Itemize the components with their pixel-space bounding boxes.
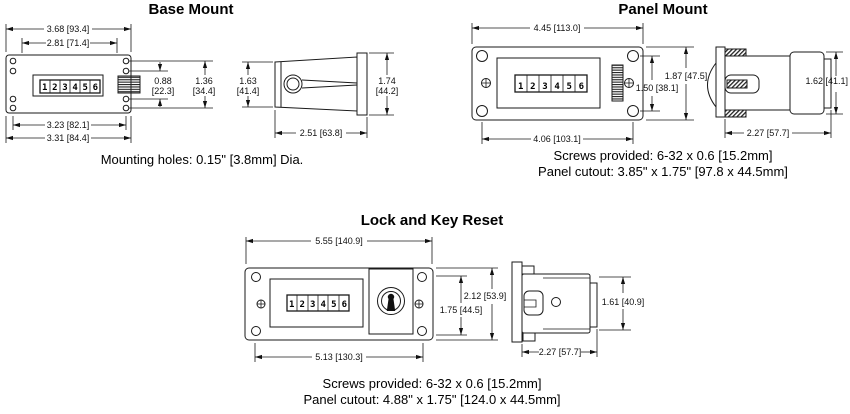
screw-shank-top: [724, 48, 747, 57]
dim-overall-width: 5.55 [140.9]: [315, 236, 363, 246]
lock-screws-note: Screws provided: 6-32 x 0.6 [15.2mm]: [322, 376, 542, 391]
lock-key-drawing: 123456 5.55 [140.9] 5.13 [130.3] 2.12 [5…: [244, 236, 645, 362]
mounting-holes: [9, 57, 130, 112]
dim-depth: 2.51 [63.8]: [300, 128, 343, 138]
dim-flange-height: 1.87 [47.5]: [665, 71, 708, 81]
dim-hole-span-inner-in: 0.88: [154, 76, 172, 86]
screw-icon: [481, 78, 634, 88]
dim-body-height: 1.62 [41.1]: [805, 76, 848, 86]
digit-cell-separators: [296, 295, 340, 311]
dim-hole-span-inner-mm: [22.3]: [152, 86, 175, 96]
panel-cutout-note: Panel cutout: 3.85" x 1.75" [97.8 x 44.5…: [538, 164, 788, 179]
dim-hole-pitch-width: 4.06 [103.1]: [533, 134, 581, 144]
dim-hole-pitch-width: 3.23 [82.1]: [47, 120, 90, 130]
dim-hole-span-outer-in: 1.36: [195, 76, 213, 86]
dim-body-height: 1.61 [40.9]: [602, 297, 645, 307]
base-front-dimensions: 3.68 [93.4] 2.81 [71.4] 3.23 [82.1] 3.31…: [5, 24, 216, 143]
base-mount-note: Mounting holes: 0.15" [3.8mm] Dia.: [100, 152, 304, 167]
dim-bezel-width: 2.81 [71.4]: [47, 38, 90, 48]
dim-overall-width: 4.45 [113.0]: [534, 23, 581, 33]
screw-shank-middle: [726, 79, 748, 89]
base-side-dimensions: 1.63 [41.4] 1.74 [44.2] 2.51 [63.8]: [237, 52, 399, 138]
lens-bulge-arc: [707, 62, 717, 108]
base-side-view: [274, 52, 368, 116]
dim-base-width: 3.31 [84.4]: [47, 133, 90, 143]
dim-flange-height-in: 1.74: [378, 76, 396, 86]
dim-flange-height: 2.12 [53.9]: [464, 291, 507, 301]
dim-hole-pitch-width: 5.13 [130.3]: [315, 352, 363, 362]
panel-mount-title: Panel Mount: [618, 1, 708, 18]
dim-hole-pitch-height: 1.50 [38.1]: [636, 83, 679, 93]
digit-cell-separators: [49, 80, 91, 93]
dim-flange-height-mm: [44.2]: [376, 86, 399, 96]
mounting-holes: [251, 272, 427, 336]
panel-mount-notes: Screws provided: 6-32 x 0.6 [15.2mm] Pan…: [493, 148, 833, 180]
panel-front-view: 123456: [471, 46, 644, 121]
lock-key-notes: Screws provided: 6-32 x 0.6 [15.2mm] Pan…: [262, 376, 602, 408]
mounting-holes: [476, 50, 639, 117]
screw-shank-bottom: [724, 109, 747, 118]
lock-key-title: Lock and Key Reset: [360, 212, 504, 229]
panel-side-view: [707, 46, 832, 118]
reset-thumbwheel-icon: [611, 64, 624, 102]
key-lock-icon: [368, 268, 414, 335]
panel-mount-drawing: 123456 4.45 [113.0] 4.06 [103.1] 1.50 [3…: [471, 23, 848, 144]
dim-depth: 2.27 [57.7]: [747, 128, 790, 138]
panel-front-dimensions: 4.45 [113.0] 4.06 [103.1] 1.50 [38.1] 1.…: [471, 23, 708, 144]
digit-cell-separators: [526, 75, 576, 92]
lock-cutout-note: Panel cutout: 4.88" x 1.75" [124.0 x 44.…: [303, 392, 561, 407]
base-mount-drawing: 123456 3.68 [93.4] 2.81 [71.4] 3.23 [82.…: [5, 24, 399, 143]
panel-side-dimensions: 1.62 [41.1] 2.27 [57.7]: [724, 51, 848, 138]
dim-hole-span-outer-mm: [34.4]: [193, 86, 216, 96]
dim-body-height-mm: [41.4]: [237, 86, 260, 96]
dim-body-height-in: 1.63: [239, 76, 257, 86]
reset-thumbwheel-icon: [117, 75, 141, 94]
base-front-view: 123456: [5, 54, 141, 114]
screw-icon: [256, 299, 424, 309]
dim-cutout-height: 1.75 [44.5]: [440, 305, 483, 315]
lock-side-dimensions: 1.61 [40.9] 2.27 [57.7]: [521, 276, 645, 357]
panel-screws-note: Screws provided: 6-32 x 0.6 [15.2mm]: [553, 148, 773, 163]
lock-side-view: [511, 261, 598, 343]
dim-depth: 2.27 [57.7]: [539, 347, 582, 357]
lock-front-dimensions: 5.55 [140.9] 5.13 [130.3] 2.12 [53.9] 1.…: [245, 236, 507, 362]
lock-front-view: 123456: [244, 267, 434, 341]
base-mount-title: Base Mount: [148, 1, 234, 18]
dim-overall-width: 3.68 [93.4]: [47, 24, 90, 34]
